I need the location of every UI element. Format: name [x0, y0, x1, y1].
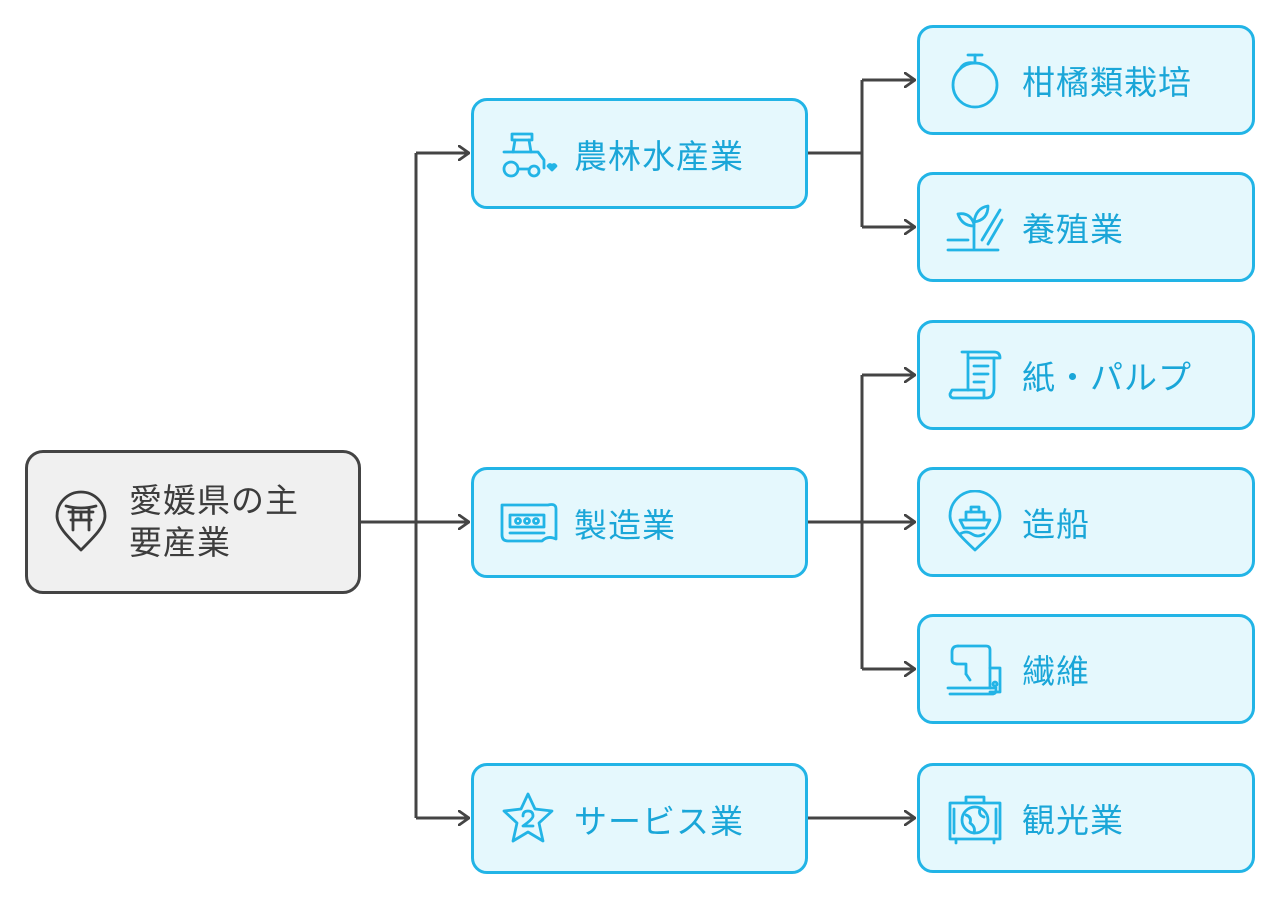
item-label: 造船 — [1022, 505, 1090, 544]
ship-pin-icon — [944, 490, 1006, 554]
item-label: 養殖業 — [1022, 210, 1124, 249]
category-node-agriculture[interactable]: 農林水産業 — [471, 98, 808, 209]
item-node-tourism[interactable]: 観光業 — [917, 763, 1255, 873]
item-node-paper-pulp[interactable]: 紙・パルプ — [917, 320, 1255, 430]
torii-gate-pin-icon — [53, 490, 109, 554]
suitcase-globe-icon — [944, 787, 1006, 849]
item-node-citrus[interactable]: 柑橘類栽培 — [917, 25, 1255, 135]
item-node-textiles[interactable]: 繊維 — [917, 614, 1255, 724]
tractor-icon — [498, 126, 558, 182]
item-label: 紙・パルプ — [1022, 358, 1192, 397]
item-label: 観光業 — [1022, 801, 1124, 840]
item-node-aquaculture[interactable]: 養殖業 — [917, 172, 1255, 282]
item-label: 柑橘類栽培 — [1022, 63, 1192, 102]
item-node-shipbuilding[interactable]: 造船 — [917, 467, 1255, 577]
paper-scroll-icon — [944, 344, 1006, 406]
category-label: サービス業 — [574, 801, 744, 841]
root-label: 愛媛県の主要産業 — [129, 480, 299, 562]
category-label: 製造業 — [574, 505, 676, 545]
category-label: 農林水産業 — [574, 136, 744, 176]
star-badge-icon — [498, 790, 558, 848]
category-node-services[interactable]: サービス業 — [471, 763, 808, 874]
sewing-machine-icon — [944, 638, 1006, 700]
category-node-manufacturing[interactable]: 製造業 — [471, 467, 808, 578]
root-node[interactable]: 愛媛県の主要産業 — [25, 450, 361, 594]
factory-conveyor-icon — [498, 495, 560, 551]
item-label: 繊維 — [1022, 652, 1090, 691]
sprout-icon — [944, 196, 1006, 258]
citrus-fruit-icon — [944, 49, 1006, 111]
